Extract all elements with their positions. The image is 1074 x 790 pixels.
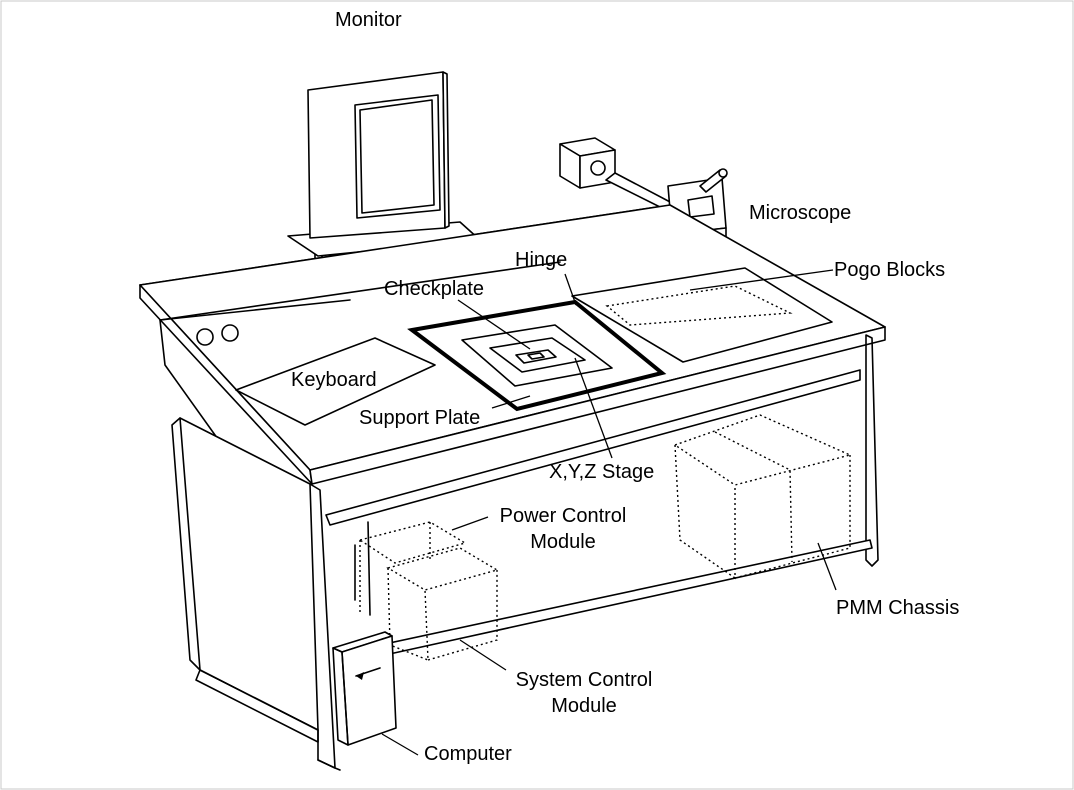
label-xyz-stage: X,Y,Z Stage bbox=[549, 461, 655, 483]
under-desk-frame bbox=[309, 334, 879, 771]
label-pogo-blocks: Pogo Blocks bbox=[834, 259, 946, 281]
label-pmm-chassis: PMM Chassis bbox=[836, 597, 960, 619]
support-plate-leader bbox=[491, 395, 531, 409]
system-control-module-drawing bbox=[386, 547, 499, 662]
label-keyboard: Keyboard bbox=[291, 369, 377, 391]
system-control-leader bbox=[459, 639, 507, 671]
pmm-chassis-drawing bbox=[673, 414, 853, 580]
label-monitor: Monitor bbox=[335, 9, 402, 31]
xyz-stage-leader bbox=[574, 357, 613, 459]
label-hinge: Hinge bbox=[515, 249, 568, 271]
keyboard-drawing bbox=[235, 337, 436, 426]
checkplate-leader bbox=[457, 299, 531, 350]
computer-drawing bbox=[332, 631, 397, 746]
label-power-control-module: Power Control Module bbox=[492, 503, 634, 555]
label-system-control-line-2: Module bbox=[551, 695, 617, 717]
label-system-control-module: System Control Module bbox=[508, 667, 660, 719]
pmm-chassis-leader bbox=[817, 542, 837, 591]
computer-leader bbox=[381, 733, 419, 756]
label-system-control-line-1: System Control bbox=[515, 669, 653, 691]
pogo-blocks-leader bbox=[689, 269, 834, 291]
label-computer: Computer bbox=[424, 743, 512, 765]
hinge-leader bbox=[564, 273, 577, 306]
label-support-plate: Support Plate bbox=[359, 407, 481, 429]
label-checkplate: Checkplate bbox=[384, 278, 485, 300]
label-power-control-line-2: Module bbox=[530, 531, 596, 553]
label-power-control-line-1: Power Control bbox=[499, 505, 627, 527]
power-control-module-drawing bbox=[358, 521, 467, 612]
support-plate-drawing bbox=[407, 299, 667, 412]
leader-lines bbox=[381, 269, 837, 756]
label-microscope: Microscope bbox=[749, 202, 852, 224]
monitor-drawing bbox=[287, 71, 481, 257]
power-control-leader bbox=[451, 516, 489, 531]
pogo-blocks-drawing bbox=[571, 267, 833, 363]
